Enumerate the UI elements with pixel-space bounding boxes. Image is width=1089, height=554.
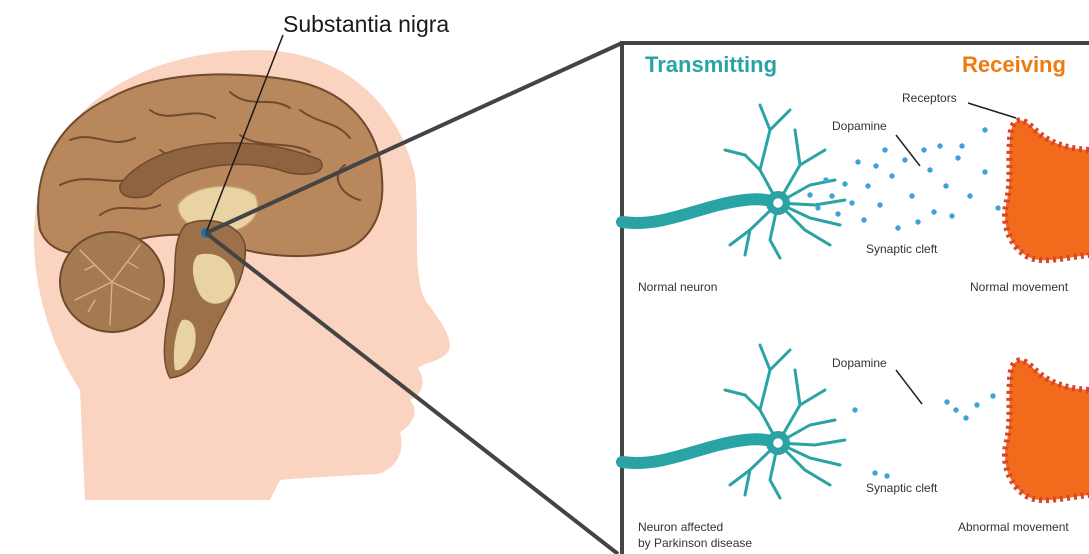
synaptic-cleft-label-affected: Synaptic cleft: [866, 481, 937, 495]
affected-neuron: [622, 345, 845, 498]
affected-neuron-nucleus-ring: [772, 437, 784, 449]
normal-neuron-label: Normal neuron: [638, 280, 717, 294]
affected-neuron-label-line1: Neuron affected: [638, 520, 723, 534]
normal-neuron-nucleus-ring: [772, 197, 784, 209]
substantia-nigra-label: Substantia nigra: [283, 11, 449, 38]
receptors-label: Receptors: [902, 91, 957, 105]
synaptic-cleft-label-normal: Synaptic cleft: [866, 242, 937, 256]
dopamine-label-affected: Dopamine: [832, 356, 887, 370]
normal-movement-label: Normal movement: [970, 280, 1068, 294]
dopamine-label-normal: Dopamine: [832, 119, 887, 133]
normal-neuron: [622, 105, 845, 258]
abnormal-movement-label: Abnormal movement: [958, 520, 1069, 534]
transmitting-header: Transmitting: [645, 52, 777, 78]
receiving-header: Receiving: [962, 52, 1066, 78]
receiving-cell-normal-fill: [1012, 128, 1089, 254]
receptors-leader: [968, 103, 1016, 118]
dopamine-leader-normal: [896, 135, 920, 166]
affected-neuron-label-line2: by Parkinson disease: [638, 536, 752, 550]
dopamine-dots-normal: [807, 127, 1000, 230]
dopamine-leader-affected: [896, 370, 922, 404]
dopamine-dots-affected: [852, 393, 995, 478]
receiving-cell-affected-fill: [1012, 368, 1089, 494]
